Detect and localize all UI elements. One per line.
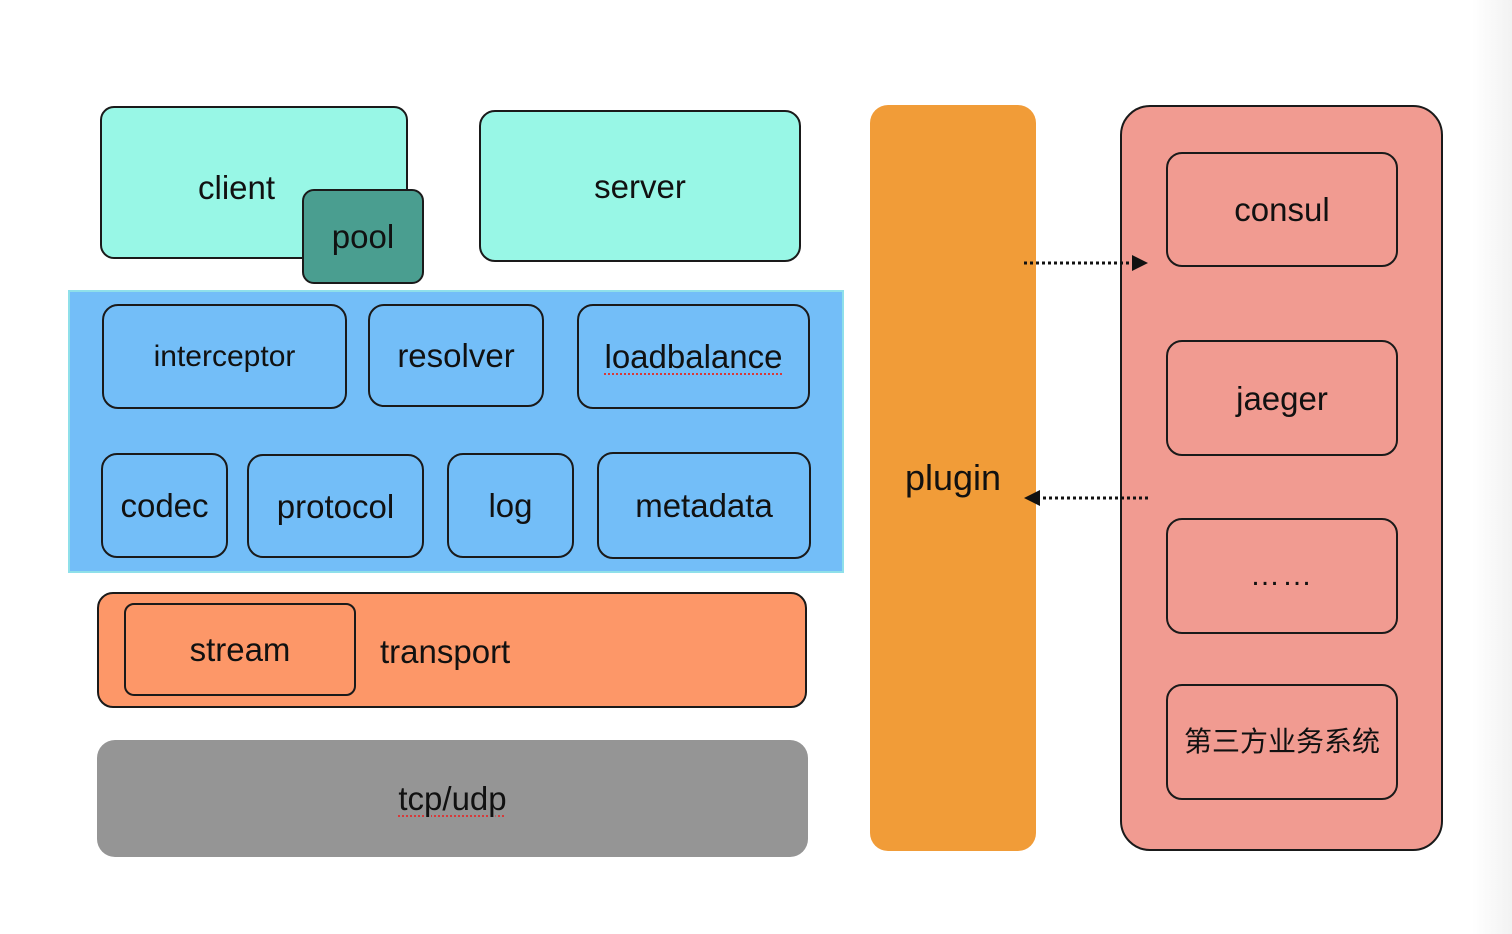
- page-edge-shade: [1472, 0, 1512, 934]
- log-label: log: [488, 487, 533, 524]
- metadata-label: metadata: [635, 487, 773, 524]
- server-box: server: [479, 110, 801, 262]
- plugin-column: plugin: [870, 105, 1036, 851]
- consul-plugin: consul: [1166, 152, 1398, 267]
- plugin-label: plugin: [904, 457, 1002, 498]
- metadata-module: metadata: [597, 452, 811, 559]
- interceptor-label: interceptor: [153, 339, 296, 373]
- more-plugins-label: ……: [1250, 559, 1314, 592]
- loadbalance-module: loadbalance: [577, 304, 810, 409]
- stream-label: stream: [189, 631, 291, 668]
- resolver-module: resolver: [368, 304, 544, 407]
- stream-box: stream: [124, 603, 356, 696]
- jaeger-plugin: jaeger: [1166, 340, 1398, 456]
- consul-label: consul: [1234, 191, 1330, 228]
- server-label: server: [594, 167, 686, 205]
- third-party-label: 第三方业务系统: [1183, 725, 1380, 758]
- client-label: client: [198, 169, 276, 206]
- transport-label: transport: [380, 633, 511, 670]
- resolver-label: resolver: [397, 337, 515, 374]
- more-plugins: ……: [1166, 518, 1398, 634]
- interceptor-module: interceptor: [102, 304, 347, 409]
- arrow-plugin-to-panel: [1024, 255, 1148, 271]
- third-party-system: 第三方业务系统: [1166, 684, 1398, 800]
- network-layer: tcp/udp: [97, 740, 808, 857]
- pool-label: pool: [331, 218, 395, 255]
- arrow-panel-to-plugin: [1024, 490, 1148, 506]
- protocol-module: protocol: [247, 454, 424, 558]
- pool-box: pool: [302, 189, 424, 284]
- log-module: log: [447, 453, 574, 558]
- jaeger-label: jaeger: [1236, 379, 1328, 417]
- codec-label: codec: [120, 487, 209, 524]
- loadbalance-label: loadbalance: [604, 338, 783, 375]
- network-label: tcp/udp: [398, 780, 507, 817]
- protocol-label: protocol: [276, 487, 395, 525]
- codec-module: codec: [101, 453, 228, 558]
